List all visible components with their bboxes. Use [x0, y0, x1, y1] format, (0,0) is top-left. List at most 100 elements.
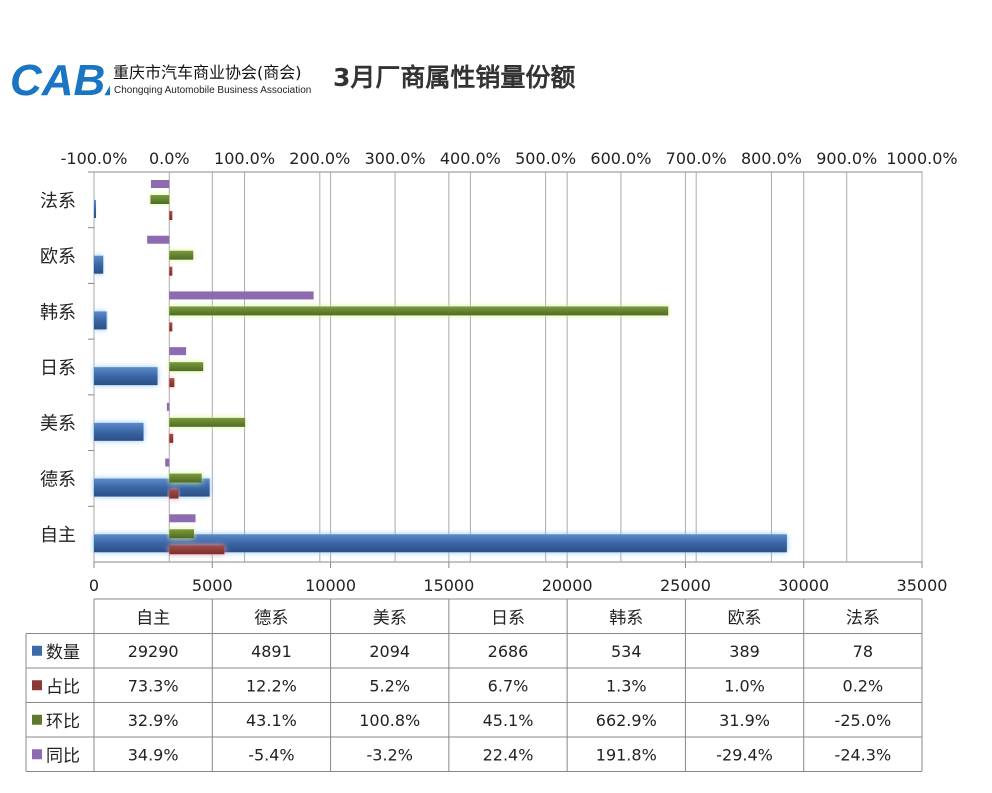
table-cell: 34.9%	[128, 745, 179, 764]
bar-yoy-自主	[169, 514, 196, 523]
top-tick-label: 100.0%	[214, 149, 275, 168]
bar-count-韩系	[94, 311, 107, 330]
bar-count-自主	[94, 534, 787, 553]
caba-logo-mark: CABA	[10, 56, 110, 101]
bar-mom-法系	[150, 195, 170, 204]
bar-share-日系	[169, 378, 175, 388]
grid-lines	[93, 171, 923, 563]
table-header-cell: 德系	[254, 608, 288, 628]
top-tick-label: 600.0%	[590, 149, 651, 168]
top-tick-label: 500.0%	[515, 149, 576, 168]
table-cell: 43.1%	[246, 711, 297, 730]
bottom-tick-label: 15000	[423, 576, 474, 595]
category-label: 自主	[40, 525, 76, 546]
bar-yoy-日系	[169, 347, 187, 356]
bar-share-欧系	[169, 266, 173, 276]
bar-count-德系	[94, 478, 210, 497]
bar-share-德系	[169, 489, 179, 499]
bar-count-美系	[94, 422, 144, 441]
org-name-en: Chongqing Automobile Business Associatio…	[114, 85, 312, 96]
table-cell: -29.4%	[716, 745, 773, 764]
logo-lettering: CABA	[10, 56, 110, 101]
top-tick-label: 200.0%	[289, 149, 350, 168]
table-cell: 31.9%	[719, 711, 770, 730]
category-label: 美系	[40, 414, 76, 435]
category-label: 日系	[40, 358, 76, 379]
top-tick-label: 900.0%	[816, 149, 877, 168]
top-tick-label: 700.0%	[666, 149, 727, 168]
bar-yoy-美系	[166, 402, 170, 411]
top-tick-label: 0.0%	[149, 149, 190, 168]
page-title: 3月厂商属性销量份额	[333, 63, 576, 92]
top-tick-label: 300.0%	[365, 149, 426, 168]
top-tick-label: 800.0%	[741, 149, 802, 168]
table-cell: 2094	[369, 642, 410, 661]
legend-key-数量	[32, 645, 42, 656]
table-cell: 22.4%	[483, 745, 534, 764]
bar-mom-日系	[169, 362, 204, 372]
top-tick-label: 1000.0%	[886, 149, 957, 168]
table-header-cell: 法系	[846, 608, 880, 628]
bar-count-法系	[94, 200, 96, 218]
table-cell: 29290	[128, 642, 179, 661]
bar-yoy-德系	[165, 458, 170, 467]
bar-share-自主	[169, 545, 225, 555]
bottom-tick-label: 0	[89, 576, 99, 595]
bottom-tick-label: 35000	[897, 576, 948, 595]
bar-mom-德系	[169, 473, 202, 483]
table-header-cell: 日系	[491, 608, 525, 628]
table-cell: 5.2%	[369, 676, 410, 695]
top-tick-label: 400.0%	[440, 149, 501, 168]
legend-key-占比	[32, 680, 42, 691]
table-cell: 100.8%	[359, 711, 420, 730]
plot-area	[93, 171, 923, 563]
table-cell: 1.3%	[606, 676, 647, 695]
legend-key-环比	[32, 714, 42, 725]
bars	[94, 180, 787, 555]
category-label: 法系	[40, 191, 76, 212]
bar-count-欧系	[94, 255, 104, 274]
bar-mom-韩系	[169, 306, 669, 316]
table-cell: 45.1%	[483, 711, 534, 730]
bar-yoy-法系	[150, 180, 170, 188]
bar-share-法系	[169, 211, 173, 220]
table-cell: 2686	[488, 642, 529, 661]
table-cell: 6.7%	[488, 676, 529, 695]
bottom-tick-label: 25000	[660, 576, 711, 595]
table-row-label: 同比	[46, 746, 80, 766]
table-header-cell: 自主	[136, 608, 170, 628]
bar-yoy-欧系	[147, 235, 170, 244]
table-header-cell: 美系	[373, 608, 407, 628]
bottom-tick-label: 10000	[305, 576, 356, 595]
table-cell: 662.9%	[596, 711, 657, 730]
table-cell: 534	[611, 642, 642, 661]
table-cell: 1.0%	[724, 676, 765, 695]
legend-key-同比	[32, 749, 42, 760]
table-cell: 389	[729, 642, 760, 661]
category-label: 德系	[40, 469, 76, 490]
table-cell: 12.2%	[246, 676, 297, 695]
axes: -100.0% 0.0% 100.0% 200.0% 300.0% 400.0% 500.0…	[40, 149, 958, 595]
table-row-label: 占比	[46, 677, 80, 697]
org-name-cn: 重庆市汽车商业协会(商会)	[113, 63, 302, 82]
table-cell: 0.2%	[843, 676, 884, 695]
category-label: 欧系	[40, 247, 76, 268]
table-cell: 32.9%	[128, 711, 179, 730]
table-cell: -5.4%	[248, 745, 294, 764]
bar-mom-自主	[169, 529, 195, 539]
bar-yoy-韩系	[169, 291, 314, 300]
table-cell: 4891	[251, 642, 292, 661]
bar-share-韩系	[169, 322, 173, 332]
table-cell: 191.8%	[596, 745, 657, 764]
bar-share-美系	[169, 433, 174, 443]
logo: CABA 重庆市汽车商业协会(商会) Chongqing Automobile …	[10, 55, 312, 105]
table-cell: 78	[853, 642, 873, 661]
bottom-tick-label: 20000	[542, 576, 593, 595]
table-cell: -3.2%	[367, 745, 413, 764]
bar-mom-欧系	[169, 250, 194, 260]
top-tick-label: -100.0%	[61, 149, 128, 168]
bottom-tick-label: 5000	[192, 576, 233, 595]
table-row-label: 数量	[46, 643, 80, 663]
